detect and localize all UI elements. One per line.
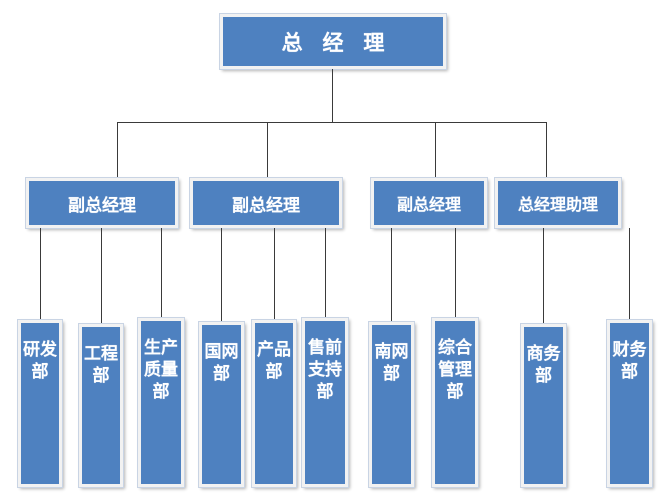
node-deputy-general-manager-1-label: 副总经理 — [68, 195, 136, 215]
node-department-general-management[interactable]: 综合管理部 — [431, 317, 479, 488]
node-assistant-general-manager-label: 总经理助理 — [517, 197, 598, 214]
node-department-south-grid-label: 南网部 — [374, 342, 409, 383]
connector-drop-manager-3 — [435, 122, 436, 179]
node-deputy-general-manager-1[interactable]: 副总经理 — [25, 177, 179, 229]
node-department-presales-support-label: 售前支持部 — [308, 338, 342, 401]
connector-dept-general-management — [455, 228, 456, 319]
connector-dept-product — [274, 228, 275, 321]
node-department-south-grid[interactable]: 南网部 — [368, 321, 415, 488]
node-department-state-grid[interactable]: 国网部 — [198, 321, 245, 488]
node-deputy-general-manager-2[interactable]: 副总经理 — [189, 177, 343, 229]
node-department-business[interactable]: 商务部 — [520, 323, 567, 488]
connector-dept-production-quality — [161, 228, 162, 319]
node-department-presales-support[interactable]: 售前支持部 — [301, 317, 349, 488]
node-department-general-management-label: 综合管理部 — [438, 338, 472, 401]
connector-level2-bus — [117, 122, 547, 123]
node-deputy-general-manager-3-label: 副总经理 — [396, 197, 461, 214]
connector-dept-presales-support — [325, 228, 326, 319]
connector-drop-manager-4 — [546, 122, 547, 179]
node-department-production-quality-label: 生产质量部 — [144, 338, 178, 401]
connector-drop-manager-2 — [267, 122, 268, 179]
node-department-state-grid-label: 国网部 — [204, 342, 239, 383]
node-general-manager[interactable]: 总 经 理 — [219, 13, 447, 70]
connector-dept-finance — [629, 228, 630, 321]
node-department-finance[interactable]: 财务部 — [606, 319, 653, 488]
connector-dept-business — [543, 228, 544, 325]
connector-root-stem — [332, 69, 333, 123]
node-general-manager-label: 总 经 理 — [281, 31, 392, 55]
node-assistant-general-manager[interactable]: 总经理助理 — [494, 177, 622, 229]
node-department-rd[interactable]: 研发部 — [17, 319, 63, 488]
connector-dept-engineering — [101, 228, 102, 325]
connector-dept-rd — [40, 228, 41, 321]
node-department-finance-label: 财务部 — [612, 340, 647, 381]
connector-dept-south-grid — [391, 228, 392, 323]
node-department-engineering-label: 工程部 — [84, 344, 118, 385]
connector-dept-state-grid — [221, 228, 222, 323]
node-deputy-general-manager-2-label: 副总经理 — [232, 195, 300, 215]
node-department-rd-label: 研发部 — [23, 340, 57, 381]
node-department-engineering[interactable]: 工程部 — [78, 323, 124, 488]
connector-drop-manager-1 — [117, 122, 118, 179]
node-department-product-label: 产品部 — [257, 340, 291, 381]
node-department-business-label: 商务部 — [526, 344, 561, 385]
node-department-product[interactable]: 产品部 — [251, 319, 297, 488]
node-deputy-general-manager-3[interactable]: 副总经理 — [370, 177, 488, 229]
node-department-production-quality[interactable]: 生产质量部 — [137, 317, 185, 488]
